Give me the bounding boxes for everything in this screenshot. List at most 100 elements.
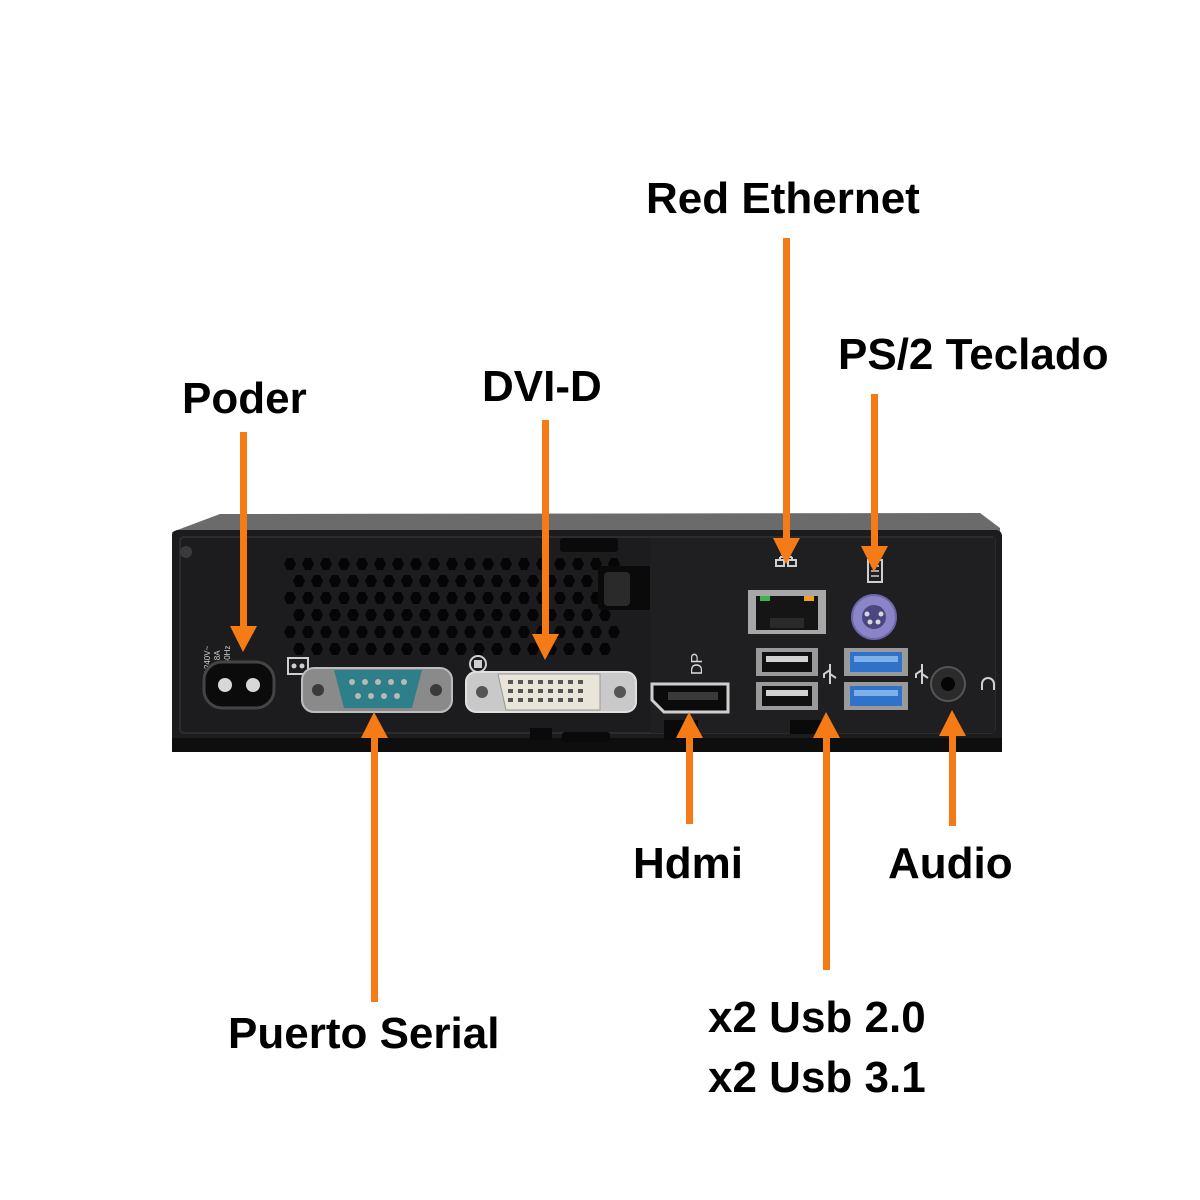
vent-hole	[383, 643, 395, 655]
vent-hole	[428, 592, 440, 604]
vent-hole	[356, 558, 368, 570]
dvi-pin	[538, 689, 543, 693]
vent-hole	[527, 575, 539, 587]
vent-hole	[491, 609, 503, 621]
vent-hole	[401, 609, 413, 621]
screw	[180, 546, 192, 558]
vent-hole	[302, 558, 314, 570]
vent-hole	[455, 575, 467, 587]
vent-hole	[284, 626, 296, 638]
vent-hole	[347, 575, 359, 587]
vent-hole	[446, 558, 458, 570]
arrow-red-ethernet	[773, 238, 800, 564]
dvi-pin	[518, 680, 523, 684]
vent-hole	[464, 626, 476, 638]
dvi-pin	[548, 689, 553, 693]
vent-hole	[311, 643, 323, 655]
vent-hole	[482, 626, 494, 638]
lock-slot	[560, 538, 664, 610]
vent-hole	[581, 575, 593, 587]
vent-hole	[428, 626, 440, 638]
label-usb-line2: x2 Usb 3.1	[708, 1053, 926, 1102]
dvi-pin	[508, 689, 513, 693]
vent-hole	[392, 626, 404, 638]
dvi-pin	[508, 680, 513, 684]
vent-hole	[473, 609, 485, 621]
vent-hole	[365, 609, 377, 621]
vent-hole	[284, 592, 296, 604]
dvi-pin	[568, 689, 573, 693]
vent-hole	[518, 626, 530, 638]
vent-hole	[410, 592, 422, 604]
vent-hole	[563, 575, 575, 587]
dvi-pin	[568, 680, 573, 684]
vent-hole	[437, 609, 449, 621]
vent-hole	[302, 592, 314, 604]
dvi-pin	[558, 698, 563, 702]
arrow-poder	[230, 432, 257, 652]
vent-hole	[509, 609, 521, 621]
usb3-ports	[844, 648, 908, 710]
vent-hole	[590, 558, 602, 570]
vent-hole	[572, 558, 584, 570]
vent-hole	[392, 592, 404, 604]
vent-hole	[293, 643, 305, 655]
vent-hole	[401, 643, 413, 655]
vent-hole	[590, 626, 602, 638]
dvi-pin	[528, 698, 533, 702]
vent-hole	[572, 626, 584, 638]
label-red-ethernet: Red Ethernet	[646, 174, 920, 223]
arrow-ps2	[861, 394, 888, 572]
usb-icon	[823, 664, 837, 684]
vent-hole	[608, 626, 620, 638]
dvi-pin	[508, 698, 513, 702]
vent-hole	[320, 626, 332, 638]
usb2-ports	[756, 648, 818, 710]
label-dvi: DVI-D	[482, 362, 602, 411]
dvi-port	[465, 671, 637, 713]
vent-hole	[581, 609, 593, 621]
vent-hole	[491, 643, 503, 655]
power-connector	[202, 660, 276, 710]
vent-hole	[482, 558, 494, 570]
dvi-pin	[548, 698, 553, 702]
arrow-audio	[939, 710, 966, 826]
vent-hole	[455, 609, 467, 621]
vent-hole	[500, 592, 512, 604]
dvi-pin	[518, 689, 523, 693]
arrow-serial	[361, 712, 388, 1002]
dvi-pin	[538, 698, 543, 702]
vent-hole	[374, 592, 386, 604]
vent-hole	[392, 558, 404, 570]
vent-hole	[437, 575, 449, 587]
vent-hole	[338, 558, 350, 570]
vent-hole	[356, 592, 368, 604]
vent-hole	[410, 558, 422, 570]
vent-hole	[599, 609, 611, 621]
vent-hole	[329, 643, 341, 655]
vent-hole	[383, 575, 395, 587]
ethernet-port	[748, 590, 826, 634]
vent-hole	[383, 609, 395, 621]
vent-hole	[356, 626, 368, 638]
dvi-pin	[548, 680, 553, 684]
dvi-pin	[528, 689, 533, 693]
vent-hole	[320, 558, 332, 570]
vent-hole	[581, 643, 593, 655]
serial-port	[301, 667, 453, 713]
arrow-dvi	[532, 420, 559, 660]
dp-marking: DP	[689, 653, 706, 675]
vent-hole	[509, 575, 521, 587]
vent-hole	[338, 592, 350, 604]
vent-hole	[329, 609, 341, 621]
vent-hole	[428, 558, 440, 570]
vent-hole	[518, 592, 530, 604]
vent-hole	[347, 609, 359, 621]
vent-hole	[293, 609, 305, 621]
vent-hole	[563, 643, 575, 655]
vent-hole	[563, 609, 575, 621]
vent-hole	[554, 558, 566, 570]
vent-hole	[311, 609, 323, 621]
dvi-pin	[518, 698, 523, 702]
